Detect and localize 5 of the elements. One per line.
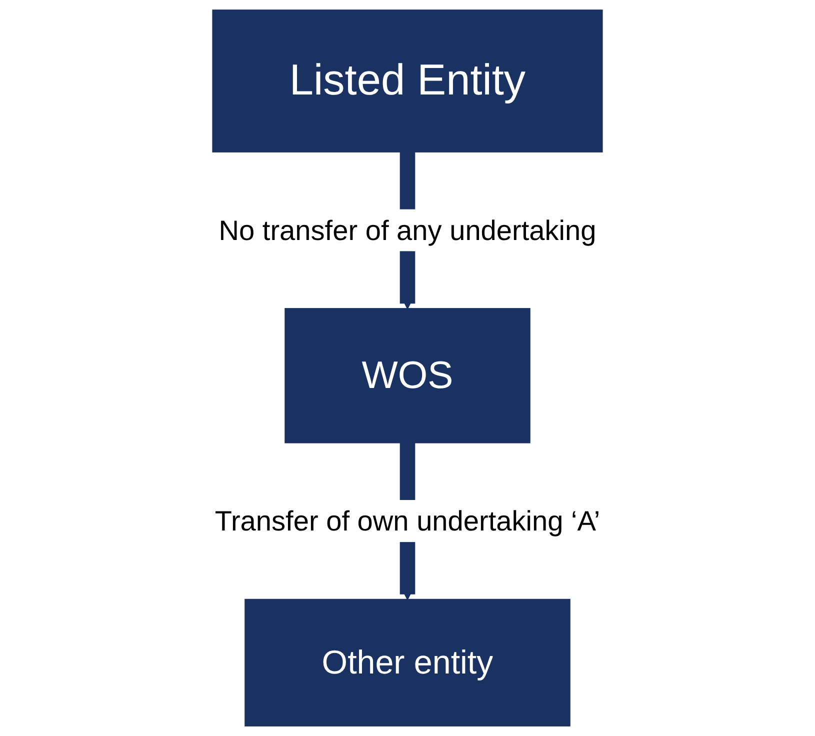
- edge-label: No transfer of any undertaking: [218, 214, 596, 246]
- edge-label: Transfer of own undertaking ‘A’: [214, 505, 600, 538]
- node-box: WOS: [284, 308, 530, 444]
- node-box: Listed Entity: [212, 10, 603, 152]
- node-box: Other entity: [244, 598, 570, 726]
